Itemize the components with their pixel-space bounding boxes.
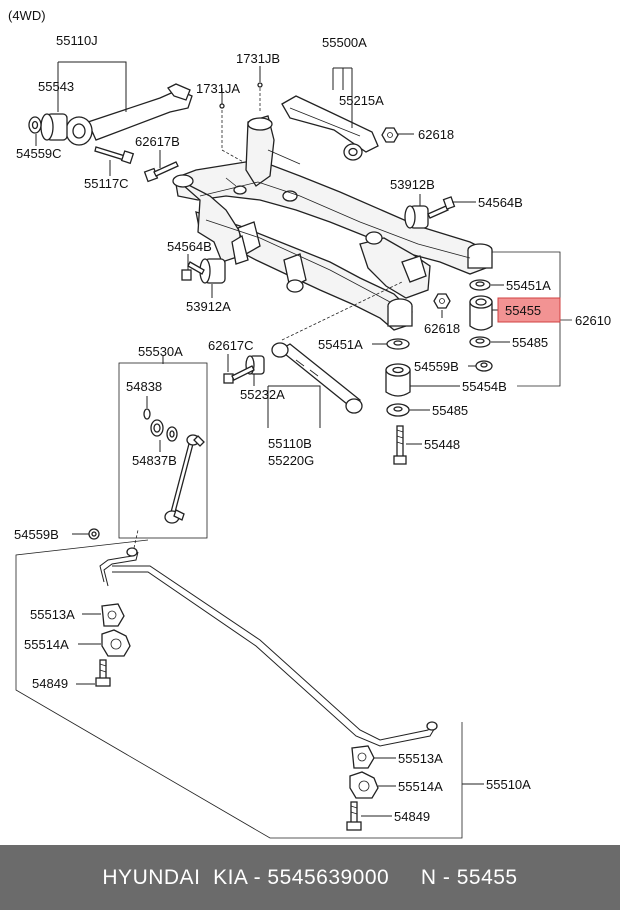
label-54564B-left: 54564B: [167, 239, 212, 254]
leader-55500A: [332, 67, 353, 128]
label-1731JB: 1731JB: [236, 51, 280, 66]
washer-55485-upper: [469, 336, 491, 348]
bolt-55117C: [94, 146, 135, 165]
stabilizer-bar-55510A: [99, 529, 438, 747]
bracket-55514A-left: [101, 629, 131, 657]
bushing-55215A: [343, 143, 363, 161]
stabilizer-bar-frame: [15, 539, 463, 839]
label-62618-lower: 62618: [424, 321, 460, 336]
washer-55451A-lower: [386, 338, 410, 350]
label-55514A-right: 55514A: [398, 779, 443, 794]
label-55514A-left: 55514A: [24, 637, 69, 652]
variant-label: (4WD): [8, 8, 46, 23]
label-62618-top: 62618: [418, 127, 454, 142]
bushing-55455: [469, 295, 493, 331]
label-53912B: 53912B: [390, 177, 435, 192]
label-54559B-bar: 54559B: [14, 527, 59, 542]
leader-55110B: [267, 385, 321, 428]
bolt-54564B-right: [427, 196, 456, 219]
crossmember-frame: [172, 115, 493, 331]
rear-crossmember-diagram: (4WD) 55110J 55543 54559C 55117C 1731JB …: [8, 8, 611, 839]
label-55110B: 55110B: [268, 436, 312, 451]
footer-part-number: HYUNDAI KIA - 5545639000 N - 55455: [102, 865, 518, 889]
label-55543: 55543: [38, 79, 74, 94]
bolt-62617B: [143, 161, 179, 183]
bushing-55454B: [385, 363, 411, 397]
bushing-55513A-right: [351, 745, 375, 769]
stabilizer-link-55530A: [164, 434, 205, 524]
bolt-62617C: [223, 365, 255, 384]
bolt-1731JA: [219, 103, 225, 109]
nut-62618: [381, 127, 399, 143]
label-55215A: 55215A: [339, 93, 384, 108]
washers-54837B: [150, 419, 178, 442]
bushing-55513A-left: [101, 603, 125, 627]
label-1731JA: 1731JA: [196, 81, 240, 96]
label-62610: 62610: [575, 313, 611, 328]
label-55117C: 55117C: [84, 176, 129, 191]
label-55455: 55455: [505, 303, 541, 318]
bracket-55514A-right: [349, 771, 379, 799]
highlight-55455: [497, 297, 561, 323]
nut-54838: [143, 408, 151, 420]
label-54564B-right: 54564B: [478, 195, 523, 210]
bushing-53912B: [404, 205, 429, 229]
label-54837B: 54837B: [132, 453, 177, 468]
washer-54559C: [28, 116, 42, 134]
label-55530A: 55530A: [138, 344, 183, 359]
bolt-54849-right: [346, 801, 362, 831]
label-62617C: 62617C: [208, 338, 254, 353]
footer-bar: HYUNDAI KIA - 5545639000 N - 55455: [0, 845, 620, 910]
label-54838: 54838: [126, 379, 162, 394]
label-62617B: 62617B: [135, 134, 180, 149]
bolt-54849-left: [95, 659, 111, 687]
label-55232A: 55232A: [240, 387, 285, 402]
upper-arm-55500A: [281, 95, 379, 153]
washer-55451A-upper: [469, 279, 491, 291]
label-54559B: 54559B: [414, 359, 459, 374]
label-55510A: 55510A: [486, 777, 531, 792]
washer-54559B: [475, 360, 493, 372]
nut-54559B-bar: [88, 528, 100, 540]
label-54849-left: 54849: [32, 676, 68, 691]
label-54559C: 54559C: [16, 146, 62, 161]
label-55485-lower: 55485: [432, 403, 468, 418]
label-53912A: 53912A: [186, 299, 231, 314]
washer-55485-lower: [386, 403, 410, 417]
label-55500A: 55500A: [322, 35, 367, 50]
label-55513A-left: 55513A: [30, 607, 75, 622]
label-55220G: 55220G: [268, 453, 314, 468]
label-55513A-right: 55513A: [398, 751, 443, 766]
label-55451A-lower: 55451A: [318, 337, 363, 352]
lower-arm-55110B: [271, 342, 363, 414]
label-55485-upper: 55485: [512, 335, 548, 350]
upper-arm-55110J: [65, 83, 193, 146]
bolt-1731JB: [257, 82, 263, 88]
nut-62618-lower: [433, 293, 451, 309]
bushing-55543: [40, 113, 68, 141]
label-55110J: 55110J: [56, 33, 98, 48]
bolt-55448: [393, 425, 407, 465]
label-55451A-upper: 55451A: [506, 278, 551, 293]
label-55454B: 55454B: [462, 379, 507, 394]
label-55448: 55448: [424, 437, 460, 452]
bolt-54564B-left: [181, 261, 205, 281]
bushing-53912A: [199, 258, 226, 284]
label-54849-right: 54849: [394, 809, 430, 824]
